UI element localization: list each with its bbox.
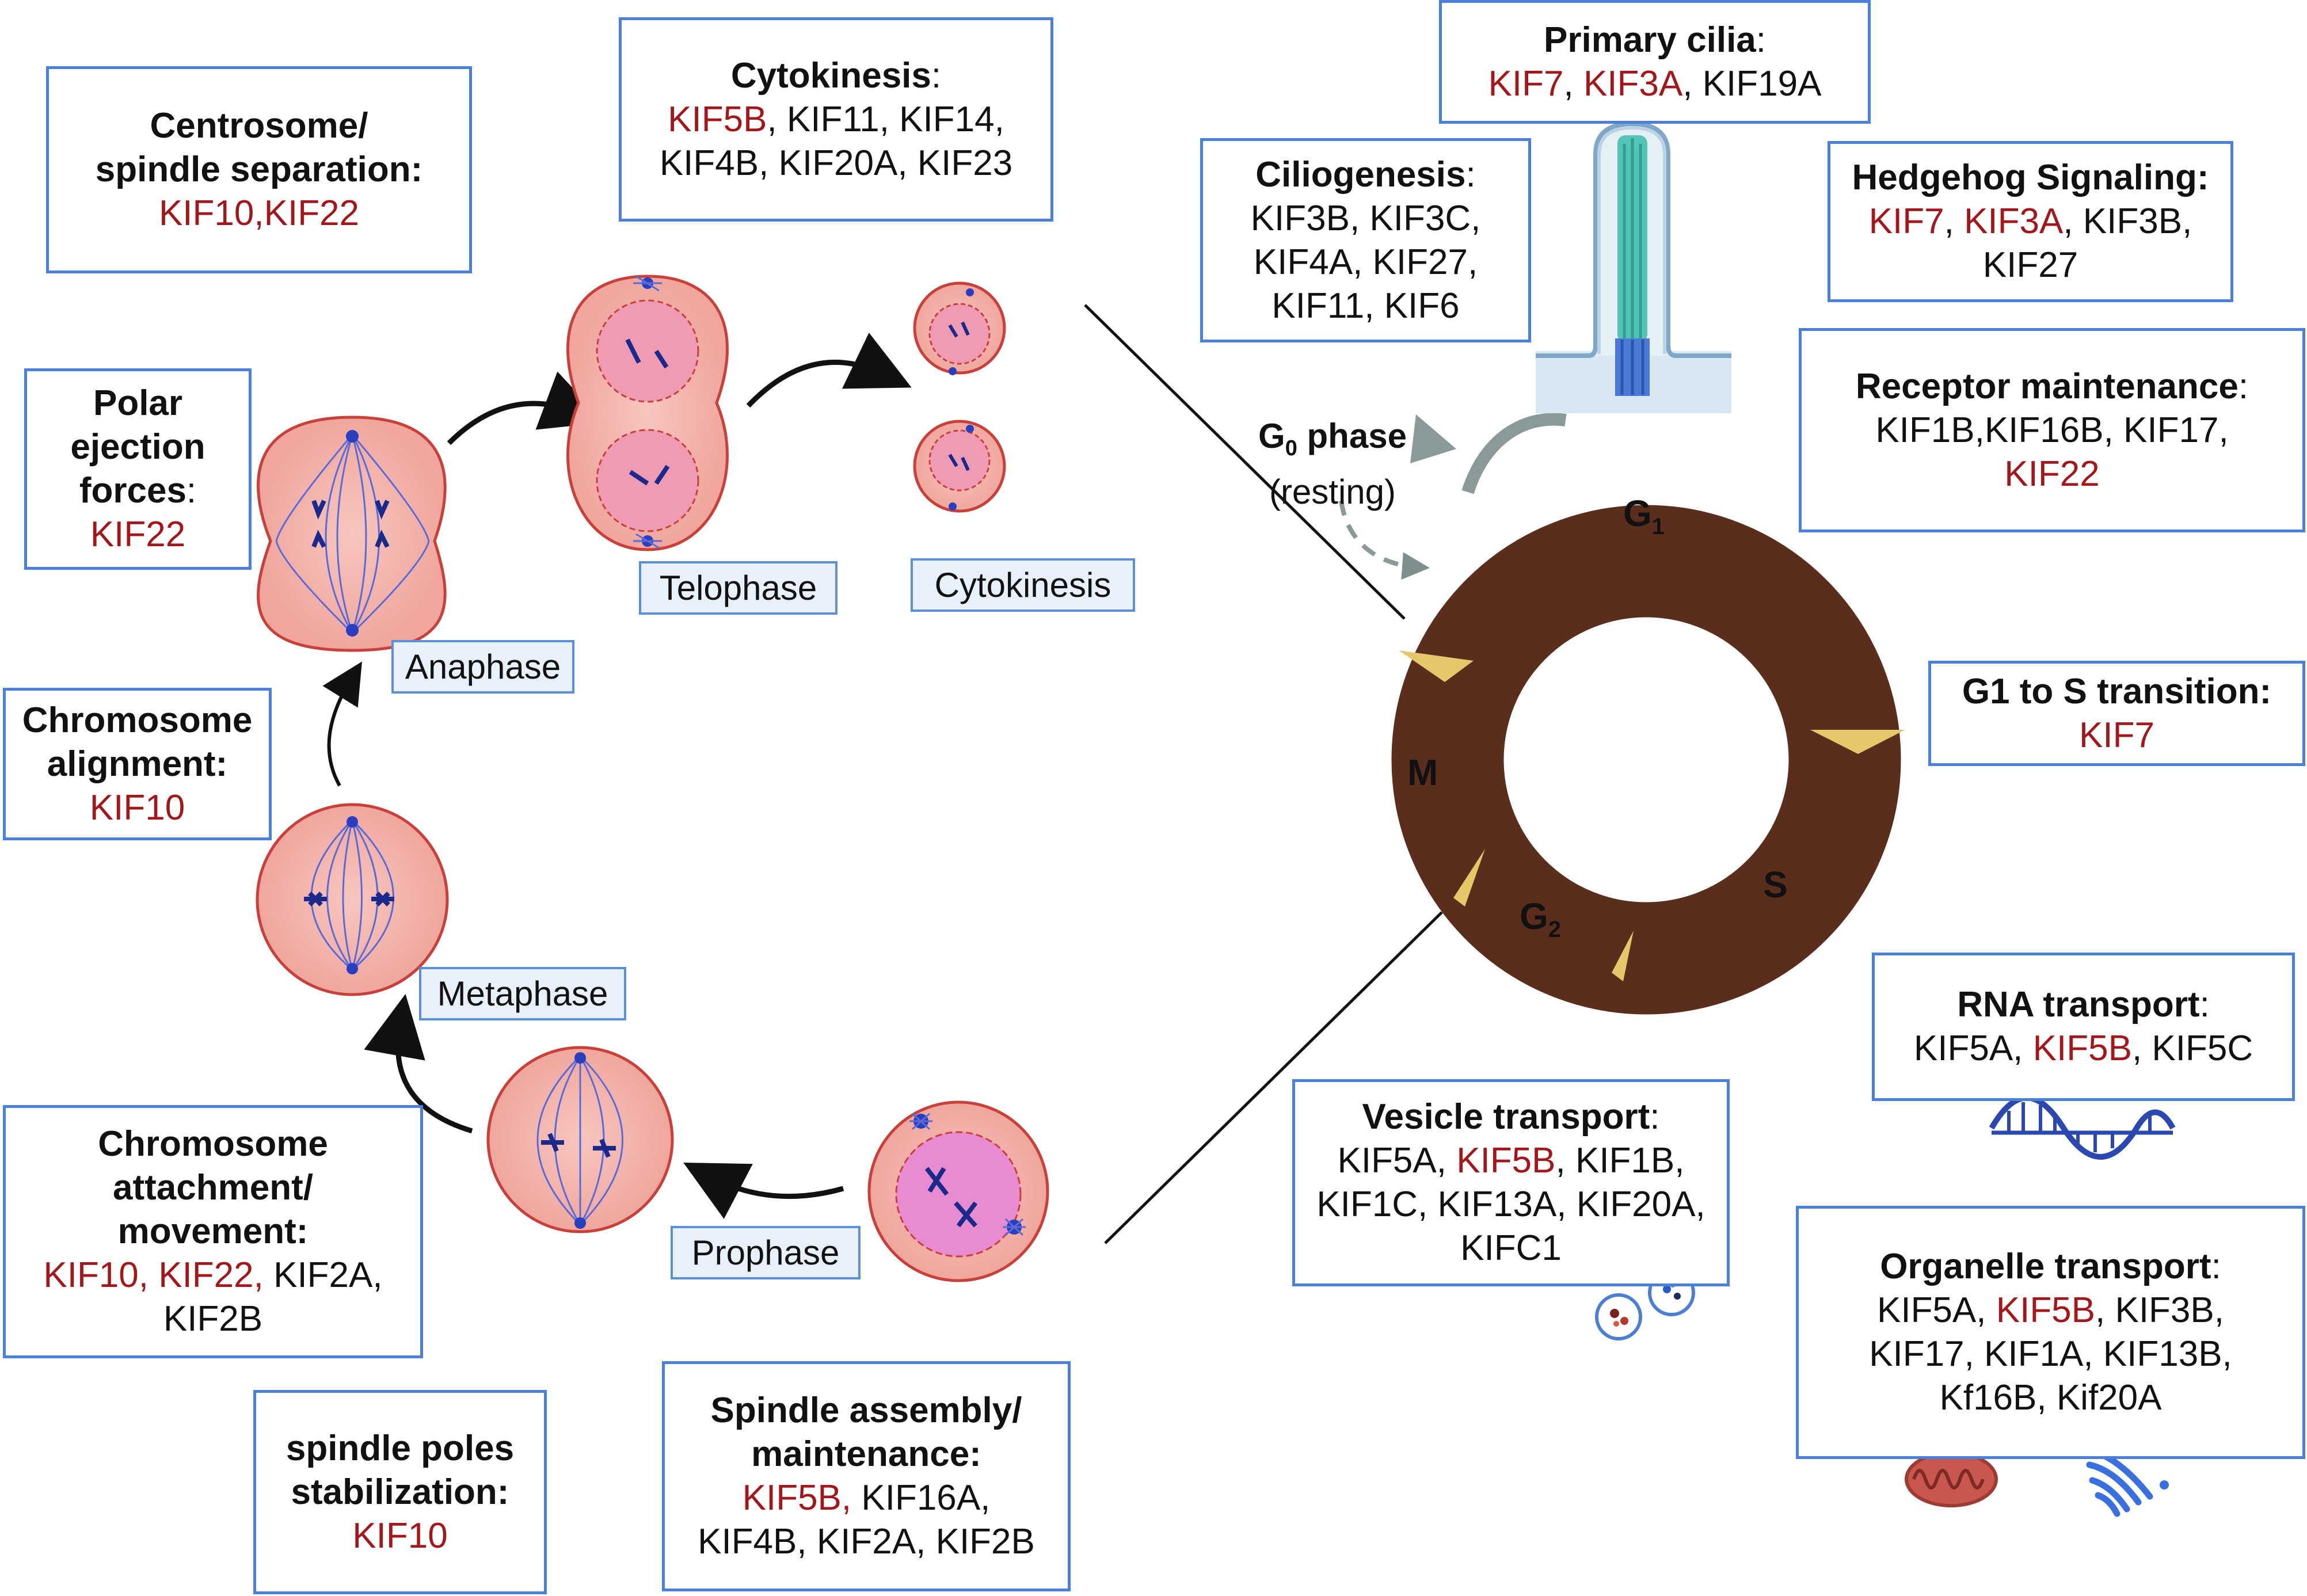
cytokinesis-box: Cytokinesis: KIF5B, KIF11, KIF14, KIF4B,… (619, 17, 1053, 222)
rna-icon (1989, 1095, 2176, 1160)
connector-line-top (1084, 304, 1406, 620)
cycle-marker-g1-s (1810, 730, 1905, 754)
cycle-marker-g2-m (1453, 849, 1485, 906)
spindle-assembly-box: Spindle assembly/ maintenance: KIF5B, KI… (662, 1361, 1071, 1591)
centrosome-title-line2: spindle separation: (95, 150, 423, 189)
ciliogenesis-box: Ciliogenesis: KIF3B, KIF3C, KIF4A, KIF27… (1200, 138, 1531, 342)
m-phase-label: M (1407, 752, 1438, 793)
kif10-label: KIF10 (89, 787, 185, 828)
g0-exit-arc (1461, 413, 1567, 494)
kif10-label: KIF10 (352, 1515, 448, 1556)
cycle-marker-m-g1 (1399, 650, 1474, 682)
g1-s-transition-box: G1 to S transition: KIF7 (1928, 661, 2305, 766)
spindle-poles-box: spindle poles stabilization: KIF10 (253, 1390, 547, 1594)
polar-ejection-box: Polar ejection forces: KIF22 (24, 368, 252, 570)
g0-exit-arrowhead (1410, 414, 1456, 463)
kif22-label: KIF22 (264, 193, 360, 233)
g0-resting-label: (resting) (1269, 473, 1396, 511)
arrow-anaphase-to-telophase (447, 371, 605, 445)
prophase-cell (867, 1100, 1049, 1282)
arrow-metaphase-to-anaphase (322, 661, 362, 787)
cytokinesis-cells (913, 281, 1006, 513)
g0-phase-label: G0 phase (resting) (1249, 414, 1416, 514)
anaphase-label: Anaphase (391, 640, 574, 694)
organelle-transport-box: Organelle transport: KIF5A, KIF5B, KIF3B… (1796, 1206, 2305, 1459)
cell-cycle-ring (1391, 505, 1901, 1015)
anaphase-cell (257, 416, 447, 652)
g0-reentry-arrow (1339, 500, 1430, 580)
connector-line-bottom (1104, 911, 1443, 1244)
g2-phase-label: G2 (1520, 896, 1562, 942)
cycle-marker-s-g2 (1612, 931, 1634, 981)
kif22-label: KIF22 (90, 515, 186, 554)
arrow-telophase-to-cytokinesis (746, 332, 912, 408)
kif5b-label: KIF5B (668, 99, 767, 139)
cytokinesis-title: Cytokinesis (730, 55, 931, 96)
prometaphase-cell (486, 1046, 674, 1233)
prophase-label: Prophase (671, 1226, 861, 1279)
kif10-label: KIF10 (158, 193, 254, 233)
s-phase-label: S (1763, 864, 1788, 905)
arrow-prophase-entry (683, 1162, 844, 1219)
metaphase-label: Metaphase (419, 967, 626, 1020)
chromosome-alignment-box: Chromosome alignment: KIF10 (3, 688, 272, 840)
telophase-cell (566, 275, 729, 551)
cilium-illustration (1536, 121, 1731, 413)
primary-cilia-box: Primary cilia: KIF7, KIF3A, KIF19A (1439, 0, 1871, 124)
arrow-prophase-to-metaphase (364, 993, 473, 1134)
rna-transport-box: RNA transport: KIF5A, KIF5B, KIF5C (1872, 953, 2295, 1101)
metaphase-cell (256, 803, 449, 996)
cytokinesis-label: Cytokinesis (911, 558, 1135, 612)
vesicle-transport-box: Vesicle transport: KIF5A, KIF5B, KIF1B, … (1292, 1079, 1730, 1286)
chromosome-attachment-box: Chromosome attachment/ movement: KIF10, … (3, 1105, 423, 1358)
receptor-maintenance-box: Receptor maintenance: KIF1B,KIF16B, KIF1… (1799, 328, 2305, 532)
hedgehog-signaling-box: Hedgehog Signaling: KIF7, KIF3A, KIF3B, … (1828, 141, 2233, 302)
centrosome-separation-box: Centrosome/ spindle separation: KIF10,KI… (46, 66, 472, 273)
telophase-label: Telophase (639, 561, 837, 615)
g1-phase-label: G1 (1623, 493, 1665, 539)
centrosome-title-line1: Centrosome/ (150, 106, 368, 146)
